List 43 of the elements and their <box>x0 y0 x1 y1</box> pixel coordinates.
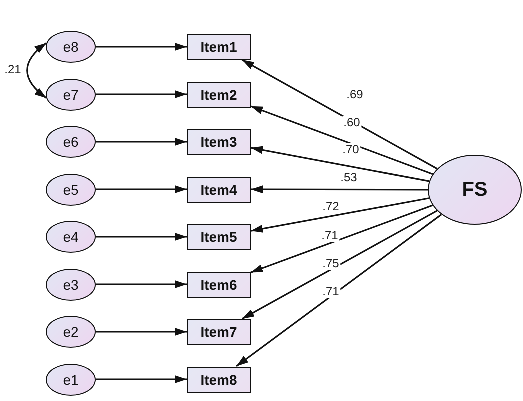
error-term-ellipse: e3 <box>46 268 96 300</box>
arrow <box>242 210 438 320</box>
arrow <box>236 214 442 368</box>
observed-variable-box: Item7 <box>187 319 251 345</box>
edge-label: .60 <box>342 116 362 130</box>
arrow <box>250 106 434 176</box>
arrow <box>250 198 430 233</box>
observed-variable-box: Item6 <box>187 272 251 298</box>
edge-label: .53 <box>340 172 358 184</box>
error-term-ellipse: e8 <box>46 31 96 63</box>
arrow <box>96 280 187 288</box>
arrow <box>96 376 187 384</box>
latent-variable-ellipse: FS <box>428 155 522 225</box>
edge-label: .71 <box>320 230 340 242</box>
arrow <box>250 204 434 274</box>
arrow <box>242 59 438 170</box>
arrow <box>251 186 428 194</box>
error-term-ellipse: e2 <box>46 316 96 348</box>
arrow <box>96 90 187 98</box>
arrow <box>96 138 187 146</box>
edge-label: .71 <box>322 286 340 298</box>
arrow <box>96 233 187 241</box>
arrow <box>96 186 187 194</box>
edge-label: .75 <box>322 258 340 270</box>
observed-variable-box: Item1 <box>187 34 251 60</box>
observed-variable-box: Item5 <box>187 224 251 250</box>
covariance-arrow <box>26 42 48 99</box>
observed-variable-box: Item3 <box>187 129 251 155</box>
observed-variable-box: Item8 <box>187 366 251 392</box>
error-term-ellipse: e4 <box>46 221 96 253</box>
observed-variable-box: Item4 <box>187 176 251 202</box>
arrow <box>250 146 430 182</box>
error-term-ellipse: e5 <box>46 174 96 206</box>
arrow <box>96 328 187 336</box>
arrow <box>96 43 187 51</box>
edge-label: .21 <box>4 64 22 76</box>
error-term-ellipse: e6 <box>46 126 96 158</box>
error-term-ellipse: e1 <box>46 364 96 396</box>
edge-label: .69 <box>346 88 364 102</box>
edge-label: .70 <box>342 144 360 156</box>
observed-variable-box: Item2 <box>187 82 251 108</box>
error-term-ellipse: e7 <box>46 78 96 110</box>
edge-label: .72 <box>322 200 340 214</box>
